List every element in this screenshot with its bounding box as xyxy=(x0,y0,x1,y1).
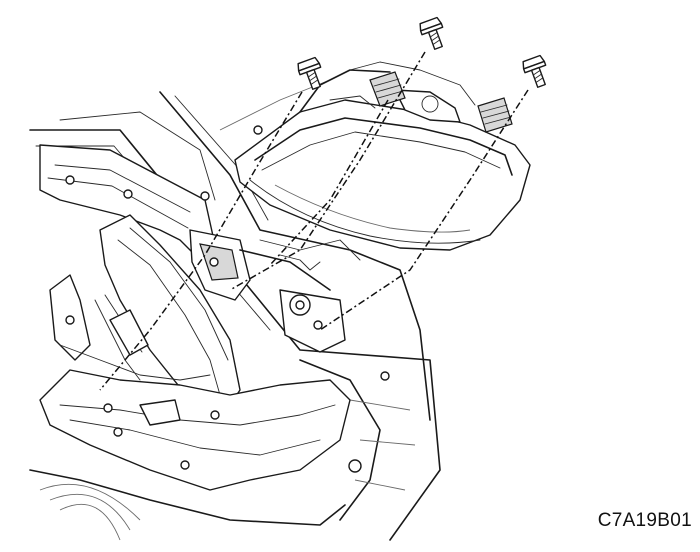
bolt-icon xyxy=(522,54,547,88)
clip-icon xyxy=(477,97,513,133)
fender-panel xyxy=(29,79,441,541)
bolt-icon xyxy=(297,56,322,90)
installation-lines xyxy=(99,51,529,391)
figure-code: C7A19B01 xyxy=(597,510,692,531)
clip-icon xyxy=(369,71,406,107)
bumper-fascia xyxy=(29,369,351,541)
headlamp-assembly xyxy=(234,61,531,251)
bolt-icon xyxy=(419,16,444,50)
